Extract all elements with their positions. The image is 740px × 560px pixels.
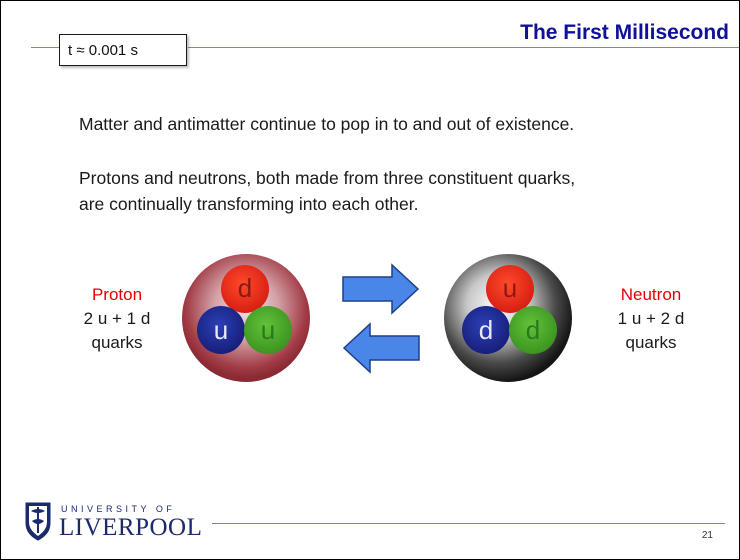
proton-quark-d xyxy=(221,265,269,313)
university-label-big: LIVERPOOL xyxy=(59,514,203,541)
proton-name: Proton xyxy=(91,285,143,304)
body-line-2b: are continually transforming into each o… xyxy=(79,194,419,214)
time-label: t ≈ 0.001 s xyxy=(68,41,138,59)
arrow-left-icon xyxy=(342,322,420,374)
neutron-composition: 1 u + 2 d xyxy=(617,309,685,328)
neutron-quark-d2-label: d xyxy=(526,315,540,345)
proton-quark-u1-label: u xyxy=(214,315,228,345)
header-rule-right xyxy=(188,47,739,48)
proton-quark-d-label: d xyxy=(238,273,252,303)
university-label-small: UNIVERSITY OF xyxy=(61,504,176,514)
footer-rule xyxy=(212,523,725,524)
neutron-quark-u xyxy=(486,265,534,313)
neutron-quark-d1-label: d xyxy=(479,315,493,345)
proton-quark-u2-label: u xyxy=(261,315,275,345)
header-rule-left xyxy=(31,47,59,48)
body-line-1: Matter and antimatter continue to pop in… xyxy=(79,114,575,134)
proton-diagram: d u u xyxy=(182,254,310,382)
neutron-label: Neutron 1 u + 2 d quarks xyxy=(601,283,701,355)
proton-unit: quarks xyxy=(91,333,143,352)
page-number: 21 xyxy=(701,530,713,541)
proton-composition: 2 u + 1 d xyxy=(83,309,151,328)
time-label-box: t ≈ 0.001 s xyxy=(59,34,187,66)
neutron-unit: quarks xyxy=(625,333,677,352)
neutron-quark-d2 xyxy=(509,306,557,354)
arrow-right-icon xyxy=(342,263,420,315)
proton-label: Proton 2 u + 1 d quarks xyxy=(67,283,167,355)
neutron-diagram: u d d xyxy=(444,254,572,382)
neutron-quark-u-label: u xyxy=(503,273,517,303)
proton-quark-u2 xyxy=(244,306,292,354)
neutron-quark-d1 xyxy=(462,306,510,354)
body-line-2a: Protons and neutrons, both made from thr… xyxy=(79,168,576,188)
neutron-name: Neutron xyxy=(620,285,682,304)
university-crest-icon xyxy=(25,502,51,541)
proton-quark-u1 xyxy=(197,306,245,354)
slide-title: The First Millisecond xyxy=(520,21,729,44)
